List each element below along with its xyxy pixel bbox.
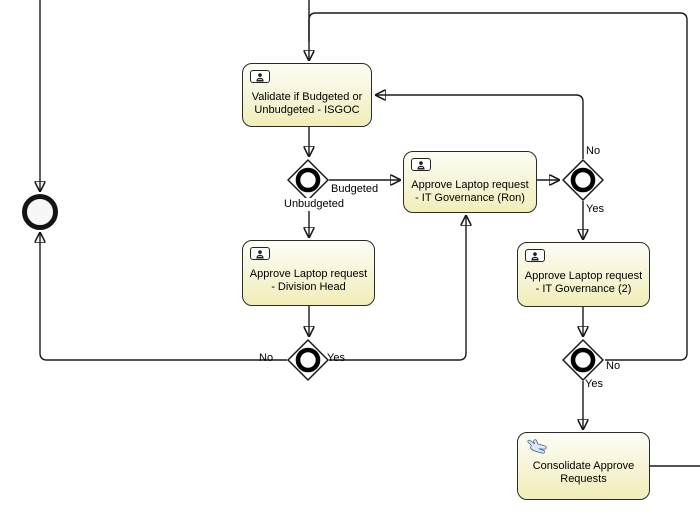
- edge-label-gov2-no: No: [606, 360, 621, 372]
- edge-label-division-yes: Yes: [327, 352, 345, 364]
- task-label: Consolidate Approve Requests: [532, 460, 635, 485]
- task-approve-division-head[interactable]: Approve Laptop request - Division Head: [242, 240, 375, 306]
- flow-division-no[interactable]: [40, 233, 287, 361]
- flow-ron-gateway-no[interactable]: [376, 95, 584, 159]
- edge-label-ron-no: No: [586, 145, 601, 157]
- task-approve-it-governance-2[interactable]: Approve Laptop request - IT Governance (…: [517, 242, 650, 307]
- task-label: Approve Laptop request - Division Head: [249, 268, 368, 293]
- flow-division-yes[interactable]: [329, 216, 466, 361]
- task-label: Approve Laptop request - IT Governance (…: [524, 270, 643, 295]
- edge-label-ron-yes: Yes: [586, 203, 604, 215]
- gateway-budget-decision[interactable]: [287, 159, 329, 201]
- user-icon: [250, 70, 270, 83]
- end-event[interactable]: [22, 194, 58, 230]
- user-icon: [525, 249, 545, 262]
- hand-icon: [525, 439, 548, 456]
- task-approve-it-governance-ron[interactable]: Approve Laptop request - IT Governance (…: [403, 151, 537, 213]
- edge-label-division-no: No: [259, 352, 274, 364]
- task-validate-budgeted[interactable]: Validate if Budgeted or Unbudgeted - ISG…: [242, 63, 372, 127]
- task-label: Approve Laptop request - IT Governance (…: [411, 179, 529, 204]
- gateway-division-head-decision[interactable]: [287, 339, 329, 381]
- task-consolidate-approve-requests[interactable]: Consolidate Approve Requests: [517, 432, 650, 500]
- user-icon: [411, 158, 431, 171]
- gateway-ron-approval-decision[interactable]: [562, 159, 604, 201]
- edge-label-gov2-yes: Yes: [585, 378, 603, 390]
- gateway-it-governance-2-decision[interactable]: [562, 339, 604, 381]
- edge-label-budgeted: Budgeted: [331, 183, 379, 195]
- user-icon: [250, 247, 270, 260]
- edge-label-unbudgeted: Unbudgeted: [283, 198, 345, 211]
- task-label: Validate if Budgeted or Unbudgeted - ISG…: [251, 91, 363, 116]
- flow-feedback-right-loop[interactable]: [308, 12, 688, 361]
